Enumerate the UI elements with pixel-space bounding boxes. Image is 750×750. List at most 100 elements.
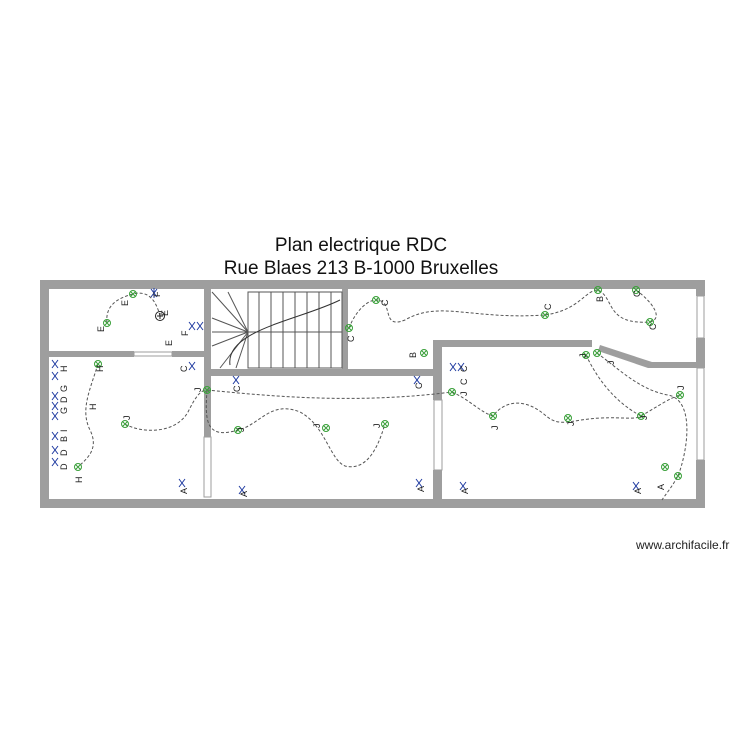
light-points (74, 286, 684, 480)
light-point (637, 412, 645, 420)
circuit-label: A (460, 488, 470, 494)
circuit-label: B (595, 296, 605, 302)
circuit-label: C (632, 290, 642, 297)
switch-symbols (51, 288, 640, 495)
circuit-label: C (543, 303, 553, 310)
wire-left-room-b (205, 389, 386, 468)
wire-left-to-right (206, 389, 453, 399)
socket-symbol (459, 481, 467, 491)
wire-legend-h (77, 363, 99, 468)
legend-label: B (59, 436, 69, 442)
wall-diagonal (598, 345, 696, 368)
circuit-label: C (414, 382, 424, 389)
wire-left-room-a (124, 389, 208, 431)
circuit-label: J (578, 354, 588, 359)
wire-right-room-b (585, 354, 642, 417)
wall-stair-left (204, 289, 211, 377)
light-point (155, 311, 165, 321)
light-point (582, 351, 590, 359)
wall-left-room-right-upper (204, 377, 211, 437)
wire-right-room-a (451, 391, 642, 423)
circuit-label: F (180, 330, 190, 336)
openings (133, 295, 705, 498)
circuit-label: J (490, 426, 500, 431)
legend-label: I (59, 429, 69, 432)
circuit-label: F (152, 291, 162, 297)
door-middle (433, 399, 443, 471)
circuit-label: E (160, 310, 170, 316)
light-point (345, 324, 353, 332)
light-point (203, 386, 211, 394)
wall-stair-bottom (211, 369, 437, 376)
light-point (121, 420, 129, 428)
legend-switch-column (51, 359, 59, 467)
wall-small-room-bottom-b (172, 351, 204, 357)
light-point (593, 349, 601, 357)
light-point (381, 420, 389, 428)
socket-symbol (415, 478, 423, 488)
plan-title: Plan electrique RDC (274, 235, 448, 256)
wall-right-upper (696, 280, 705, 296)
light-point (564, 414, 572, 422)
wire-small-room (106, 292, 161, 324)
wall-right-lower (696, 460, 705, 508)
wire-right-room-c (596, 352, 688, 501)
wire-stair-hall (348, 289, 657, 329)
light-point (103, 319, 111, 327)
circuit-label: J (639, 416, 649, 421)
wall-right-room-top (442, 340, 592, 347)
circuit-label: C (380, 299, 390, 306)
switch-symbol (188, 321, 196, 331)
light-point (676, 391, 684, 399)
wall-right-mid (696, 338, 705, 368)
staircase (211, 291, 343, 369)
circuit-label: J (372, 424, 382, 429)
circuit-label: A (239, 491, 249, 497)
legend-label: D (59, 463, 69, 470)
light-point (94, 360, 102, 368)
switch-symbol (457, 362, 465, 372)
light-point (489, 412, 497, 420)
circuit-label: H (88, 404, 98, 411)
switch-symbol (232, 375, 240, 385)
legend-label: H (59, 366, 69, 373)
light-point (420, 349, 428, 357)
walls (40, 280, 705, 508)
circuit-label: C (232, 385, 242, 392)
circuit-label: C (179, 365, 189, 372)
door-left-room (203, 436, 212, 498)
switch-symbol (449, 362, 457, 372)
switch-symbol (413, 375, 421, 385)
door-small-room (133, 351, 173, 357)
socket-symbol (178, 478, 186, 488)
circuit-label: H (74, 477, 84, 484)
circuit-label: J (236, 428, 246, 433)
circuit-label: J (606, 361, 616, 366)
circuit-label: J (566, 422, 576, 427)
circuit-label: C (459, 365, 469, 372)
circuit-label: C (648, 323, 658, 330)
wall-top (40, 280, 705, 289)
wire-right-room-d (640, 394, 681, 417)
wall-bottom (40, 499, 705, 508)
wall-stair-right (342, 289, 348, 369)
light-point (129, 290, 137, 298)
circuit-label: J (122, 416, 132, 421)
light-point (661, 463, 669, 471)
circuit-label: A (656, 484, 666, 490)
switch-symbol (188, 361, 196, 371)
socket-symbol (632, 481, 640, 491)
circuit-label: J (676, 386, 686, 391)
circuit-label: C (459, 378, 469, 385)
circuit-label: A (416, 486, 426, 492)
light-point (74, 463, 82, 471)
window-right (696, 295, 705, 339)
watermark[interactable]: www.archifacile.fr (636, 538, 730, 552)
circuit-label: J (193, 388, 203, 393)
light-point (674, 472, 682, 480)
light-point (541, 311, 549, 319)
light-point (632, 286, 640, 294)
wall-middle-upper (433, 340, 442, 400)
circuit-label: B (408, 352, 418, 358)
